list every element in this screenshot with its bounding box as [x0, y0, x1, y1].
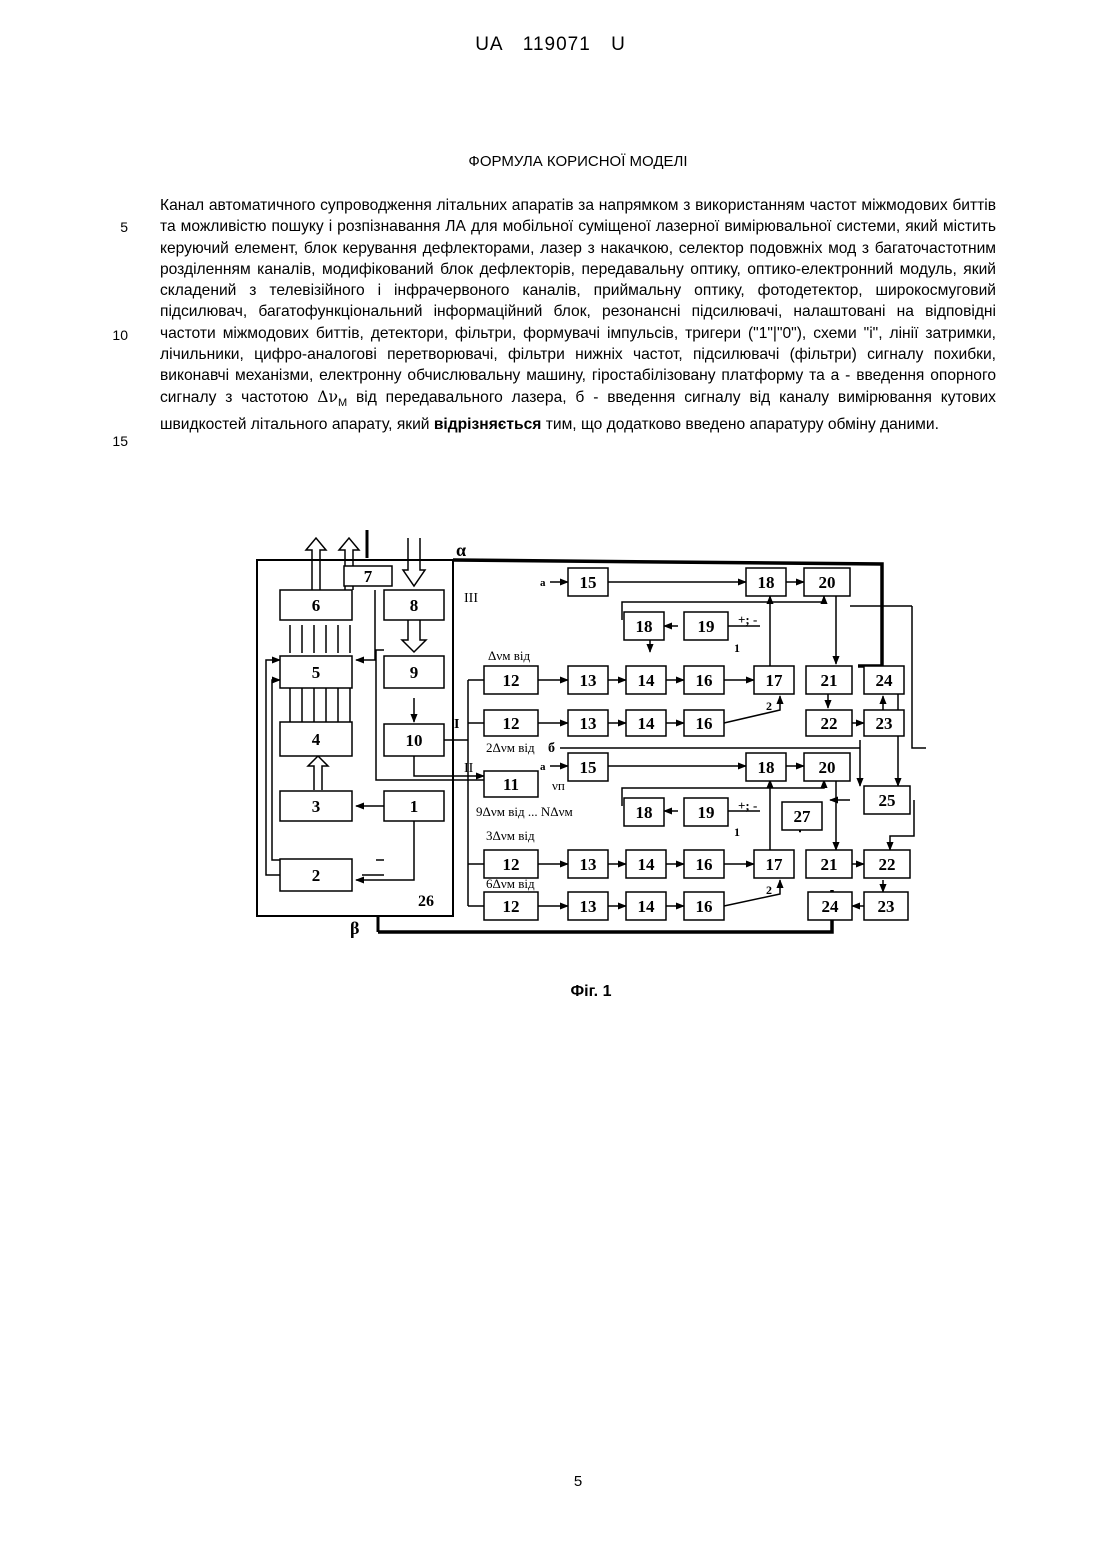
block-25: 25 — [879, 791, 896, 810]
label-a-top: a — [540, 577, 546, 589]
label-nu-p: νп — [552, 778, 565, 793]
block-14-row4: 14 — [638, 897, 656, 916]
label-freq-1: Δνм від — [488, 648, 530, 663]
block-23-row2: 23 — [876, 714, 893, 733]
block-12-row3: 12 — [503, 855, 520, 874]
block-12-row2: 12 — [503, 714, 520, 733]
label-beta: β — [350, 918, 359, 938]
label-one-top: 1 — [734, 641, 740, 655]
block-9: 9 — [410, 663, 419, 682]
label-two-mid: 2 — [766, 883, 772, 897]
figure-caption: Фіг. 1 — [0, 983, 1101, 1001]
block-18-second: 18 — [636, 617, 653, 636]
page-number: 5 — [0, 1473, 1101, 1490]
block-diagram: 6 5 4 3 2 7 8 9 10 1 11 15 18 20 18 19 1… — [250, 530, 930, 950]
section-title: ФОРМУЛА КОРИСНОЇ МОДЕЛІ — [0, 153, 1101, 170]
block-18-mid-second: 18 — [636, 803, 653, 822]
block-21-row3: 21 — [821, 855, 838, 874]
block-4: 4 — [312, 730, 321, 749]
patent-number-header: UA 119071 U — [0, 34, 1101, 56]
block-24-row4: 24 — [822, 897, 840, 916]
line-number-15: 15 — [100, 433, 128, 449]
block-16-row2: 16 — [696, 714, 713, 733]
block-16-row1: 16 — [696, 671, 713, 690]
label-b: б — [548, 741, 555, 756]
block-19-mid: 19 — [698, 803, 715, 822]
block-15-top: 15 — [580, 573, 597, 592]
block-14-row2: 14 — [638, 714, 656, 733]
block-5: 5 — [312, 663, 321, 682]
label-roman-2: II — [464, 761, 474, 776]
delta-nu-symbol: ΔνМ — [317, 388, 347, 406]
block-12-row1: 12 — [503, 671, 520, 690]
claim-bold-word: відрізняється — [434, 416, 542, 433]
label-two-top: 2 — [766, 699, 772, 713]
block-16-row4: 16 — [696, 897, 713, 916]
line-number-5: 5 — [100, 219, 128, 235]
claim-part-1: Канал автоматичного супроводження літаль… — [160, 197, 996, 406]
block-6: 6 — [312, 596, 321, 615]
label-roman-3: III — [464, 591, 478, 606]
block-3: 3 — [312, 797, 321, 816]
block-16-row3: 16 — [696, 855, 713, 874]
block-13-row3: 13 — [580, 855, 597, 874]
block-24-row1: 24 — [876, 671, 894, 690]
label-freq-3: 3Δνм від — [486, 828, 535, 843]
block-23-row4: 23 — [878, 897, 895, 916]
claim-text: Канал автоматичного супроводження літаль… — [160, 195, 996, 435]
block-20-top: 20 — [819, 573, 836, 592]
block-13-row2: 13 — [580, 714, 597, 733]
block-11: 11 — [503, 775, 519, 794]
label-freq-6: 6Δνм від — [486, 876, 535, 891]
label-plus-minus-mid: +; - — [738, 798, 757, 813]
block-7: 7 — [364, 567, 373, 586]
block-14-row3: 14 — [638, 855, 656, 874]
block-14-row1: 14 — [638, 671, 656, 690]
block-19-top: 19 — [698, 617, 715, 636]
label-plus-minus-top: +; - — [738, 612, 757, 627]
label-26: 26 — [418, 893, 434, 910]
line-number-10: 10 — [100, 327, 128, 343]
block-15-mid: 15 — [580, 758, 597, 777]
block-27: 27 — [794, 807, 812, 826]
block-20-mid: 20 — [819, 758, 836, 777]
block-13-row1: 13 — [580, 671, 597, 690]
label-freq-2: 2Δνм від — [486, 740, 535, 755]
label-one-mid: 1 — [734, 825, 740, 839]
block-10: 10 — [406, 731, 423, 750]
block-22-row3: 22 — [879, 855, 896, 874]
label-roman-1: I — [454, 717, 459, 732]
block-17-row3: 17 — [766, 855, 784, 874]
block-18-mid: 18 — [758, 758, 775, 777]
block-8: 8 — [410, 596, 419, 615]
label-alpha: α — [456, 540, 466, 560]
block-13-row4: 13 — [580, 897, 597, 916]
claim-part-3: тим, що додатково введено апаратуру обмі… — [541, 416, 939, 433]
block-21-row1: 21 — [821, 671, 838, 690]
block-17-row1: 17 — [766, 671, 784, 690]
block-1: 1 — [410, 797, 419, 816]
label-freq-9: 9Δνм від ... NΔνм — [476, 804, 573, 819]
block-22-row2: 22 — [821, 714, 838, 733]
label-a-mid: a — [540, 761, 546, 773]
block-2: 2 — [312, 866, 321, 885]
block-12-row4: 12 — [503, 897, 520, 916]
block-18-top: 18 — [758, 573, 775, 592]
